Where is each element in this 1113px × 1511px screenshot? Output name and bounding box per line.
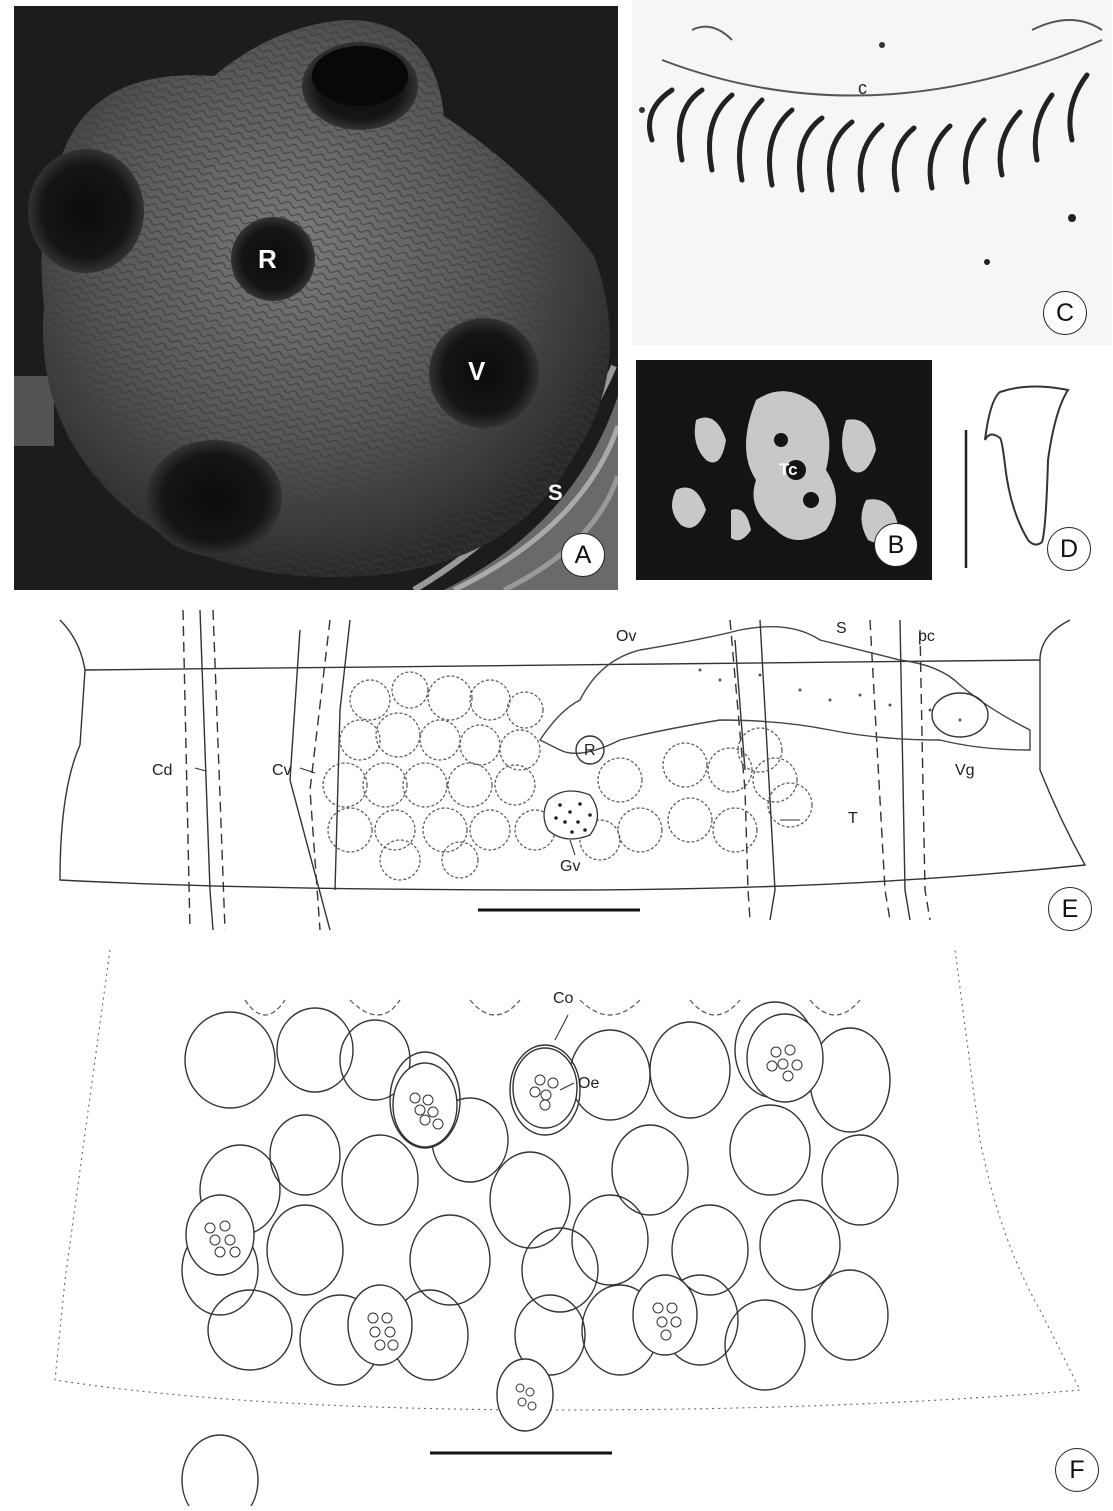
label-pc: pc — [918, 628, 935, 646]
label-oe: Oe — [578, 1075, 599, 1093]
panel-b-micrograph: Tc B — [636, 360, 932, 580]
label-gv: Gv — [560, 858, 580, 876]
sucker-left — [28, 149, 144, 273]
panel-f-drawing: Co Oe F — [0, 940, 1113, 1506]
label-r: R — [258, 244, 277, 275]
panel-label-e: E — [1048, 887, 1092, 931]
label-s: S — [548, 480, 563, 506]
label-cd: Cd — [152, 762, 172, 780]
label-s-seminal: S — [836, 620, 847, 638]
panel-label-d: D — [1047, 527, 1091, 571]
label-vg: Vg — [955, 762, 975, 780]
panel-a-micrograph: R V S A — [14, 6, 618, 590]
panel-label-c: C — [1043, 291, 1087, 335]
label-ov: Ov — [616, 628, 636, 646]
label-tc: Tc — [779, 460, 798, 480]
panel-d-drawing: D — [950, 360, 1112, 590]
panel-label-f: F — [1055, 1448, 1099, 1492]
panel-label-a: A — [561, 533, 605, 577]
gravid-proglottid-illustration — [0, 940, 1113, 1506]
panel-e-drawing: Ov S pc R Vg Cd Cv Gv T E — [0, 590, 1113, 940]
hooks-illustration — [632, 0, 1112, 345]
label-c-hook: c — [858, 78, 867, 99]
label-co: Co — [553, 990, 573, 1008]
panel-c-micrograph: c C — [632, 0, 1112, 345]
label-t: T — [848, 810, 858, 828]
label-r-receptacle: R — [584, 742, 596, 760]
sucker-bottom — [146, 440, 282, 556]
panel-label-b: B — [874, 523, 918, 567]
label-v: V — [468, 356, 485, 387]
scolex-illustration — [14, 6, 618, 590]
label-cv: Cv — [272, 762, 292, 780]
